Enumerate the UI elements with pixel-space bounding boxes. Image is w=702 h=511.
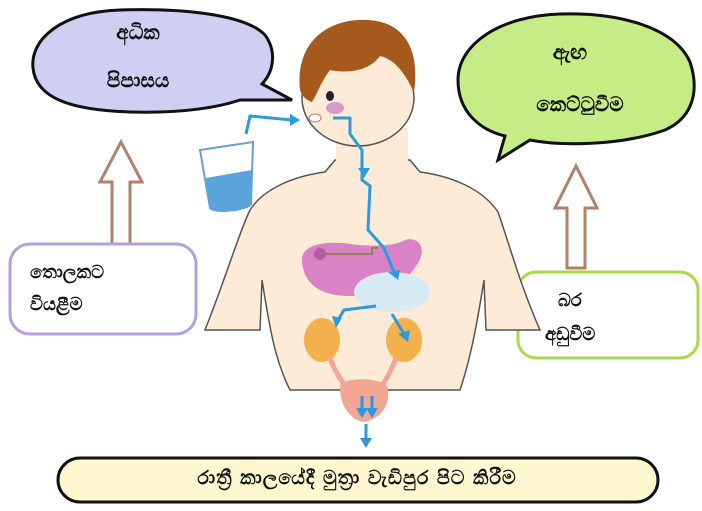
- thirst-label-line2: පිපාසය: [78, 68, 198, 92]
- weight-loss-box: [518, 272, 698, 358]
- dry-lips-label-line2: වියළීම: [30, 294, 83, 315]
- up-arrow-right-icon: [555, 166, 597, 268]
- weight-loss-label-line1: බර: [558, 290, 582, 311]
- night-urination-label: රාත්‍රී කාලයේදී මුත්‍රා වැඩිපුර පිට කිරී…: [62, 467, 652, 489]
- up-arrow-left-icon: [100, 142, 142, 245]
- thin-body-label-line2: කෙට්ටුවීම: [520, 92, 640, 116]
- weight-loss-label-line2: අඩුවීම: [545, 324, 595, 345]
- bladder: [340, 379, 388, 422]
- mouth: [309, 114, 321, 122]
- thin-body-label-line1: ඇඟ: [510, 40, 630, 64]
- right-kidney: [386, 318, 422, 362]
- eye: [326, 91, 334, 101]
- left-kidney: [304, 318, 340, 362]
- water-glass-icon: [200, 142, 253, 211]
- thin-body-speech-bubble: [458, 14, 694, 160]
- thirst-label-line1: අධික: [78, 20, 198, 44]
- dry-lips-label-line1: තොලකට: [30, 262, 104, 283]
- dry-lips-box: [10, 244, 196, 334]
- cheek: [326, 102, 344, 114]
